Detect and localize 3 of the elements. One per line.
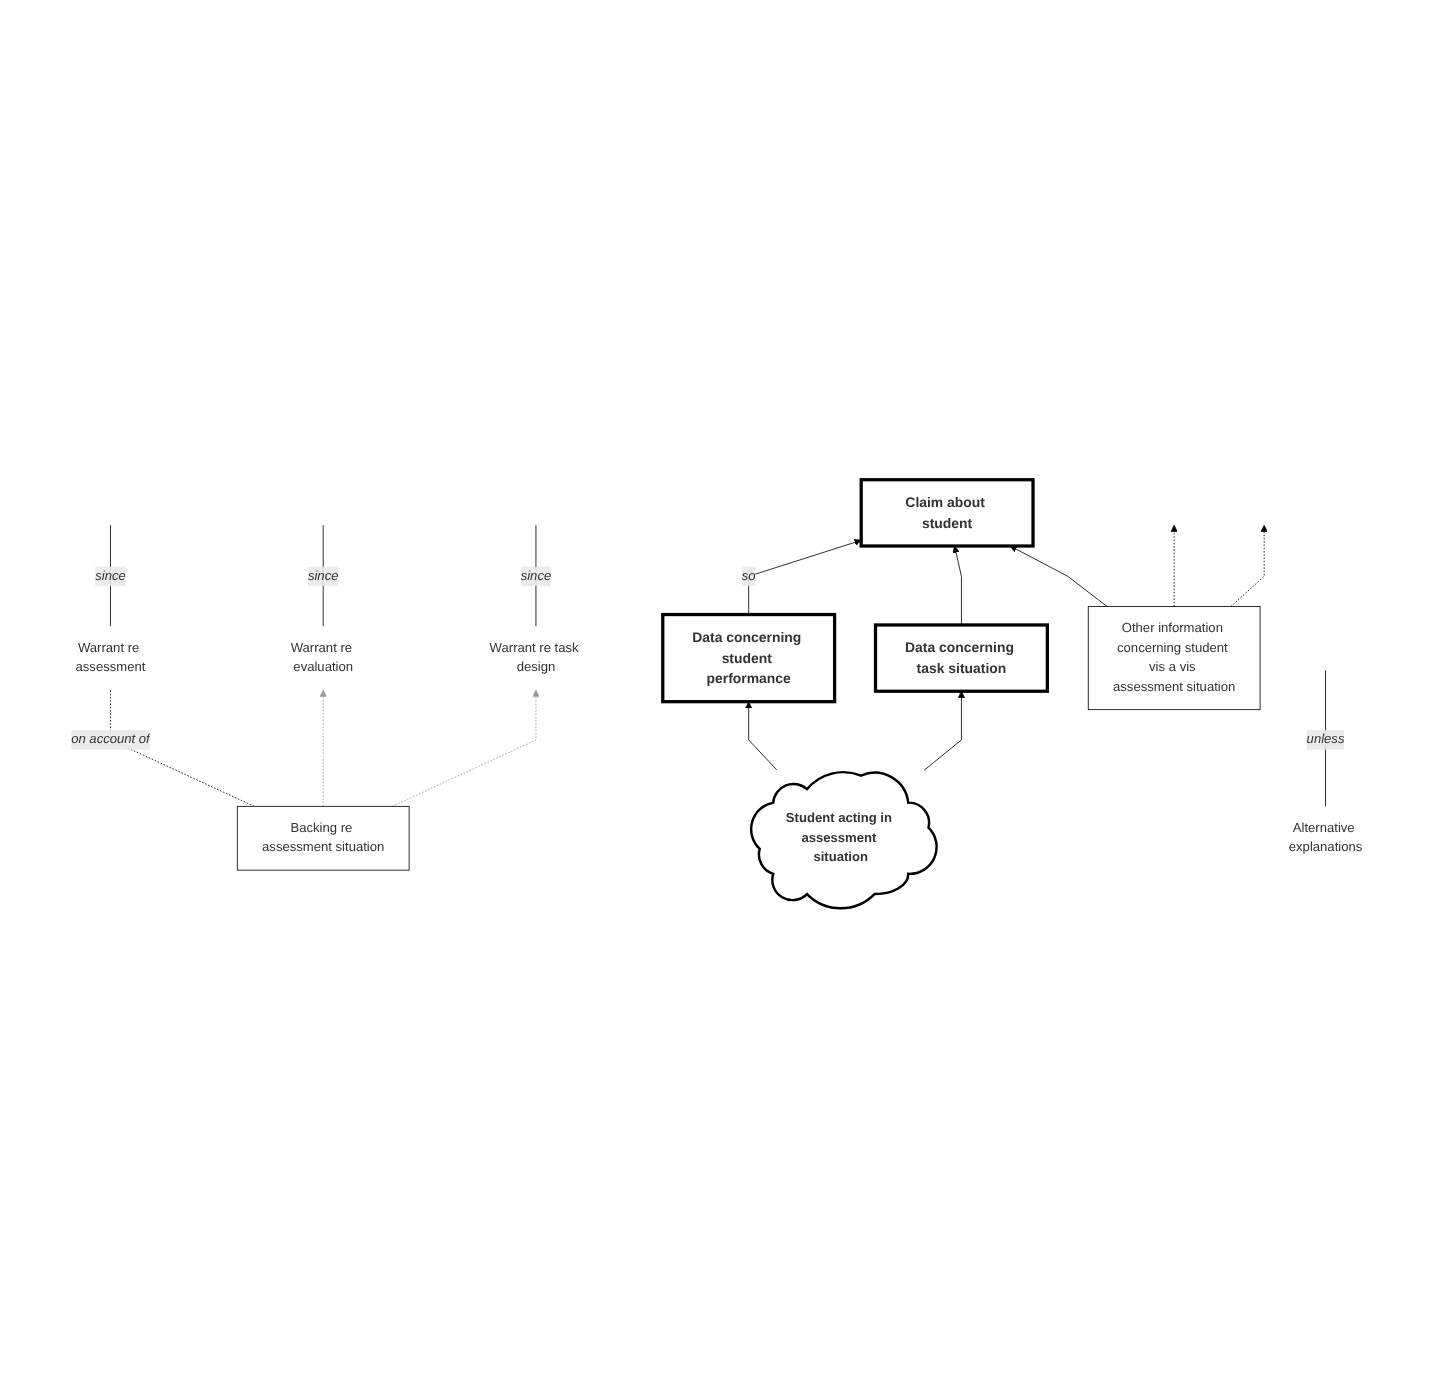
connector	[109, 689, 254, 807]
connector	[1324, 669, 1325, 807]
connector	[109, 524, 110, 627]
